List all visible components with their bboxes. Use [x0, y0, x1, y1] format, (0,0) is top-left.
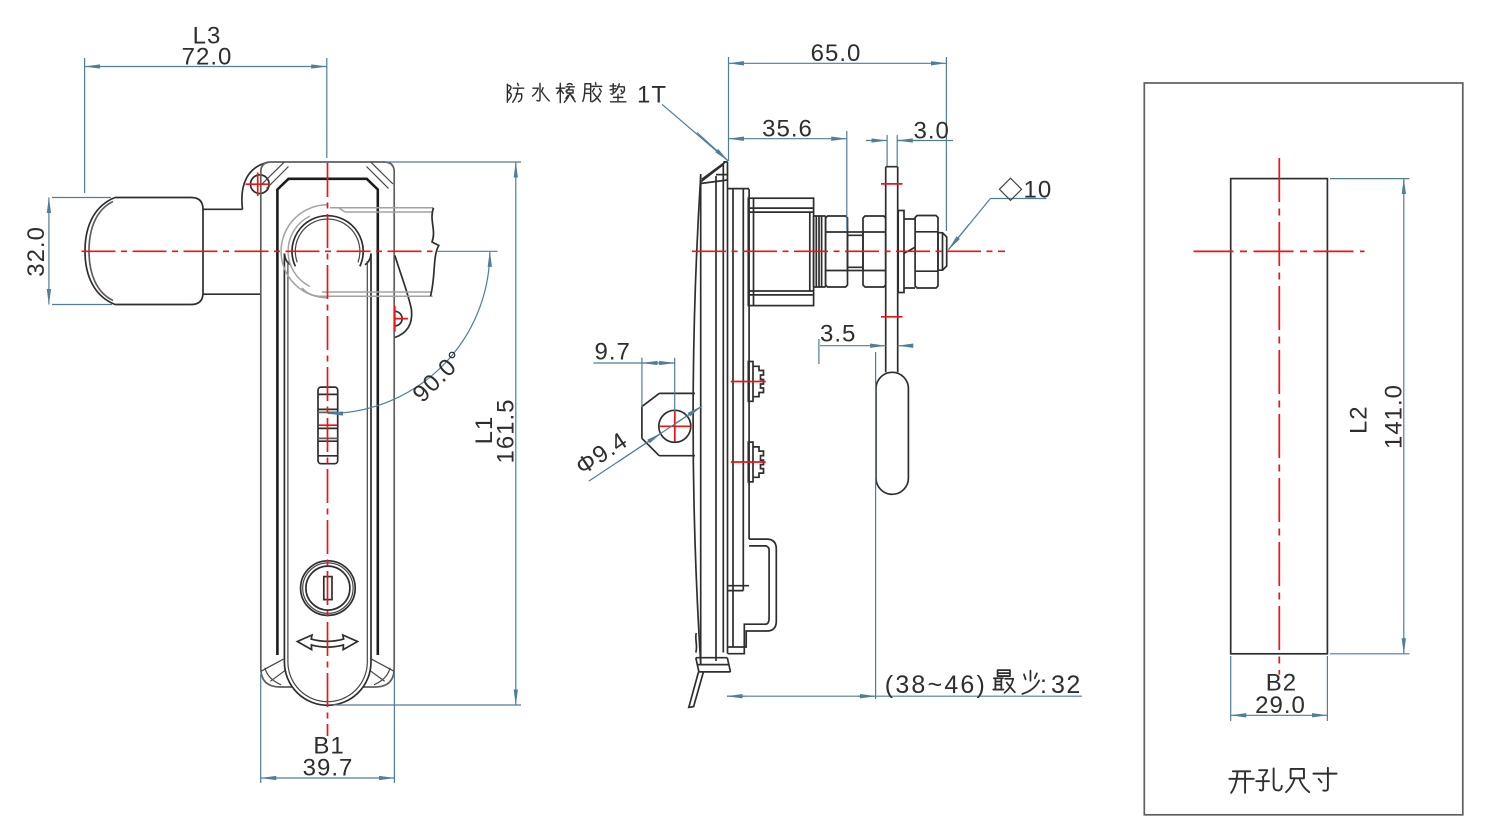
- svg-text:141.0: 141.0: [1381, 384, 1408, 449]
- svg-text:3.5: 3.5: [820, 321, 856, 348]
- svg-text:32.0: 32.0: [23, 226, 50, 277]
- svg-text:B2: B2: [1266, 669, 1297, 696]
- svg-text:L3: L3: [193, 23, 222, 50]
- svg-text:3.0: 3.0: [914, 118, 950, 145]
- svg-text:29.0: 29.0: [1255, 692, 1306, 719]
- svg-text:(38~46): (38~46): [885, 671, 987, 699]
- svg-text:L1: L1: [471, 416, 498, 445]
- svg-text::: :: [1040, 671, 1048, 699]
- svg-text:9.7: 9.7: [595, 339, 631, 366]
- svg-text:L2: L2: [1346, 405, 1373, 434]
- svg-text:B1: B1: [313, 732, 344, 759]
- svg-text:32: 32: [1051, 671, 1082, 699]
- svg-text:35.6: 35.6: [762, 116, 813, 143]
- svg-text:1T: 1T: [637, 82, 667, 109]
- svg-text:65.0: 65.0: [811, 40, 862, 67]
- svg-text:161.5: 161.5: [493, 398, 520, 463]
- svg-text:39.7: 39.7: [303, 755, 354, 782]
- svg-text:72.0: 72.0: [182, 43, 233, 70]
- svg-text:10: 10: [1024, 177, 1053, 204]
